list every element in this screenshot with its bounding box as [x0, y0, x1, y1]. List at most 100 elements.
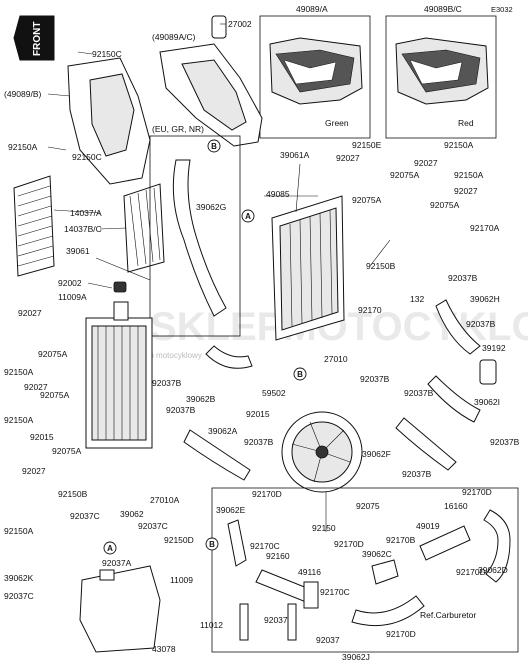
part-label-92037-2: 92037 — [316, 635, 340, 645]
thermostat-39192 — [479, 359, 497, 385]
clip-92037-b — [287, 603, 297, 641]
part-label-92170d-4: 92170D — [456, 567, 486, 577]
connector-a-1: A — [241, 209, 255, 223]
part-label-27002: 27002 — [228, 19, 252, 29]
part-label-39061a: 39061A — [280, 150, 310, 160]
part-label-92037b-8: 92037B — [490, 437, 520, 447]
part-label-92037b-3: 92037B — [244, 437, 274, 447]
part-label-92170d-3: 92170D — [334, 539, 364, 549]
part-label-92015-1: 92015 — [30, 432, 54, 442]
front-label: FRONT — [32, 22, 43, 56]
part-label-92075a-4: 92075A — [390, 170, 420, 180]
part-label-92027-1: 92027 — [18, 308, 42, 318]
part-label-92027-6: 92027 — [454, 186, 478, 196]
part-label-39062g: 39062G — [196, 202, 226, 212]
part-label-92075a-6: 92075A — [430, 200, 460, 210]
color-label-green: Green — [325, 118, 349, 128]
part-label-92150a-5: 92150A — [444, 140, 474, 150]
radiator-right — [271, 195, 345, 341]
part-label-14037-a: 14037/A — [70, 208, 102, 218]
part-label-39062c: 39062C — [362, 549, 392, 559]
connector-b-3: B — [205, 537, 219, 551]
part-label-39062a: 39062A — [208, 426, 238, 436]
cap-27002 — [211, 15, 227, 39]
part-label-92170d-2: 92170D — [462, 487, 492, 497]
radiator-grille-left — [13, 175, 55, 277]
hose-39062a — [183, 429, 251, 481]
part-label-92170d-5: 92170D — [386, 629, 416, 639]
hose-39062g — [172, 159, 227, 317]
valve-16160 — [419, 525, 471, 561]
part-label-92037b-6: 92037B — [360, 374, 390, 384]
part-label-92037b-9: 92037B — [402, 469, 432, 479]
hose-39062i — [427, 375, 481, 423]
part-label-92037c-2: 92037C — [138, 521, 168, 531]
part-label-92075a-2: 92075A — [40, 390, 70, 400]
cooling-fan — [281, 411, 363, 493]
part-label-92037-1: 92037 — [264, 615, 288, 625]
part-label-14037b-c: 14037B/C — [64, 224, 102, 234]
part-label-39062d: 39062D — [478, 565, 508, 575]
color-label-red: Red — [458, 118, 474, 128]
reserve-tank — [79, 565, 161, 653]
part-label-92150a-2: 92150A — [4, 367, 34, 377]
part-label-11009: 11009 — [170, 575, 193, 585]
part-label-49089a-c: (49089A/C) — [152, 32, 196, 42]
part-label-43078: 43078 — [152, 644, 176, 654]
part-label-49089-b: (49089/B) — [4, 89, 41, 99]
part-label-92037a: 92037A — [102, 558, 132, 568]
part-label-11009a: 11009A — [58, 292, 87, 302]
part-label-92037b-7: 92037B — [404, 388, 434, 398]
part-label-49019: 49019 — [416, 521, 440, 531]
part-label-92170b: 92170B — [386, 535, 416, 545]
decal-box-red — [385, 15, 497, 139]
region-label: (EU, GR, NR) — [152, 124, 204, 134]
part-label-92075a-3: 92075A — [52, 446, 82, 456]
part-label-27010a: 27010A — [150, 495, 180, 505]
part-label-92015-2: 92015 — [246, 409, 270, 419]
part-label-92150c-2: 92150C — [72, 152, 102, 162]
part-label-92037b-5: 92037B — [466, 319, 496, 329]
part-label-16160: 16160 — [444, 501, 468, 511]
part-label-27010: 27010 — [324, 354, 348, 364]
part-label-92150a-6: 92150A — [454, 170, 484, 180]
front-arrow-icon: FRONT — [13, 15, 55, 61]
reserve-tank-cap — [99, 569, 115, 581]
connector-b-2: B — [293, 367, 307, 381]
part-label-92170c-1: 92170C — [250, 541, 280, 551]
part-label-92150e: 92150E — [352, 140, 382, 150]
part-label-92037c-3: 92037C — [4, 591, 34, 601]
radiator-filler-neck — [113, 301, 129, 321]
part-label-92170d-1: 92170D — [252, 489, 282, 499]
part-label-92027-2: 92027 — [24, 382, 48, 392]
svg-text:A: A — [107, 544, 113, 553]
carb-hose-box — [211, 487, 519, 653]
fitting-92160 — [303, 581, 319, 609]
part-label-39062f: 39062F — [362, 449, 391, 459]
radiator-grille-right — [123, 183, 165, 273]
left-shroud-inner — [89, 73, 135, 157]
hose-39062b — [205, 345, 253, 369]
part-label-92150c-1: 92150C — [92, 49, 122, 59]
part-label-92037c-1: 92037C — [70, 511, 100, 521]
part-label-39192: 39192 — [482, 343, 506, 353]
part-label-39062k: 39062K — [4, 573, 34, 583]
connector-a-2: A — [103, 541, 117, 555]
part-label-92150a-4: 92150A — [4, 526, 34, 536]
part-label-92027-3: 92027 — [22, 466, 46, 476]
part-label-92170a: 92170A — [470, 223, 500, 233]
part-label-39062b: 39062B — [186, 394, 216, 404]
part-label-92150a-3: 92150A — [4, 415, 34, 425]
radiator-cap — [113, 281, 127, 293]
part-label-92027-4: 92027 — [336, 153, 360, 163]
part-label-92075a-1: 92075A — [38, 349, 68, 359]
part-label-59502: 59502 — [262, 388, 286, 398]
ref-carburetor-label: Ref.Carburetor — [420, 610, 476, 620]
hose-39062h — [435, 299, 481, 355]
part-label-49116: 49116 — [298, 567, 321, 577]
part-label-92002: 92002 — [58, 278, 82, 288]
part-label-92150d: 92150D — [164, 535, 194, 545]
part-label-92037b-1: 92037B — [152, 378, 182, 388]
part-label-92170c-2: 92170C — [320, 587, 350, 597]
